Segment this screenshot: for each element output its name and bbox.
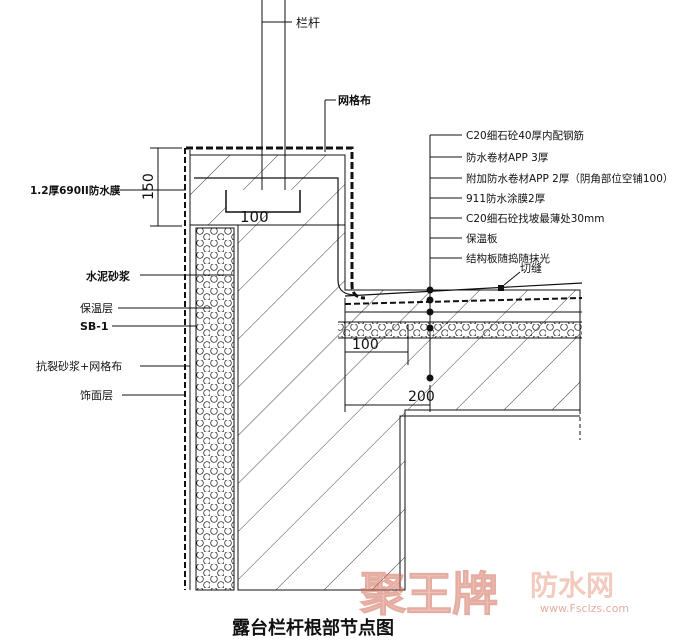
cap-inner-line [194, 177, 357, 296]
watermark-brand: 聚王牌 [359, 567, 498, 621]
watermark-url: www.Fsclzs.com [540, 602, 629, 615]
height-dimension [150, 147, 182, 227]
joint-mark [498, 285, 504, 291]
layer-notes: C20细石砼40厚内配钢筋 防水卷材APP 3厚 附加防水卷材APP 2厚（阴角… [466, 129, 673, 265]
watermark-text: 防水网 [530, 569, 614, 602]
membrane-label: 1.2厚690II防水膜 [30, 184, 121, 197]
slab-dim-label: 200 [408, 389, 435, 405]
watermark: 聚王牌 防水网 www.Fsclzs.com [359, 567, 630, 622]
sb1-label: SB-1 [80, 320, 109, 333]
cap-membrane [186, 146, 366, 300]
outer-finish-layers [184, 148, 191, 590]
note-5: C20细石砼找坡最薄处30mm [466, 212, 605, 225]
joint-label: 切缝 [520, 261, 542, 275]
slab-insulation [338, 322, 582, 338]
crack-mortar-label: 抗裂砂浆+网格布 [36, 359, 122, 373]
cement-mortar-label: 水泥砂浆 [86, 269, 131, 283]
note-4: 911防水涂膜2厚 [466, 192, 546, 205]
layer-leader [426, 134, 462, 382]
drawing-title: 露台栏杆根部节点图 [232, 617, 394, 639]
upturn-dim-label: 100 [352, 337, 379, 353]
bottom-dimensions [344, 298, 431, 412]
rail-base-dim-label: 100 [240, 208, 269, 226]
embedded-plate [225, 190, 301, 213]
height-dim-label: 150 [141, 173, 157, 200]
railing-label: 栏杆 [296, 15, 320, 30]
ceiling-lines [399, 409, 581, 590]
note-1: C20细石砼40厚内配钢筋 [466, 129, 584, 142]
note-6: 保温板 [466, 232, 498, 245]
finish-layer-label: 饰面层 [80, 388, 113, 402]
left-labels [112, 189, 232, 396]
concrete-structure [237, 224, 581, 591]
note-7: 结构板随捣随抹光 [466, 252, 550, 265]
note-2: 防水卷材APP 3厚 [466, 151, 549, 164]
insulation-column [195, 227, 235, 591]
insulation-label: 保温层 [80, 301, 113, 315]
note-3: 附加防水卷材APP 2厚（阴角部位空铺100） [466, 172, 673, 185]
mesh-cloth-label: 网格布 [338, 93, 371, 107]
